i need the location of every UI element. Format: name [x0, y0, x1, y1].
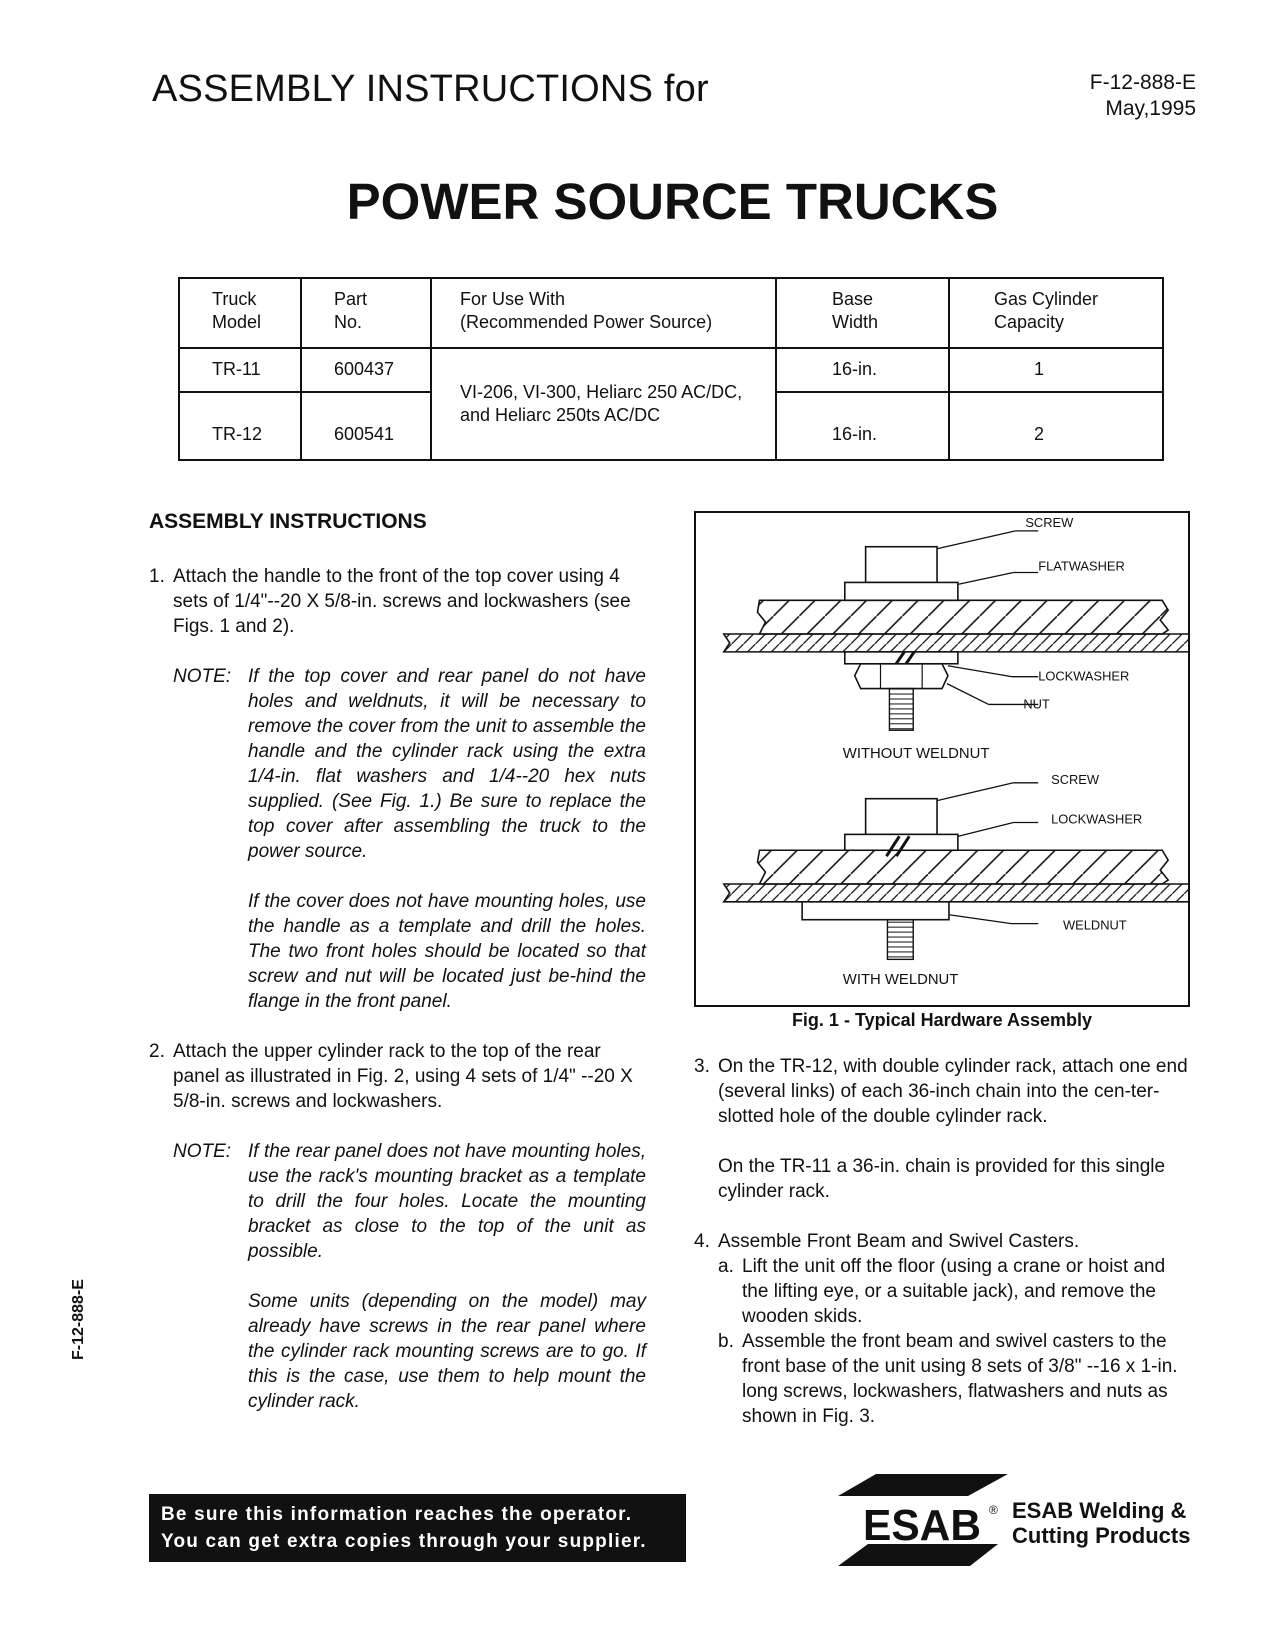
hardware-assembly-figure: SCREW FLATWASHER LOCKWASHER NUT WITHOUT … — [694, 511, 1190, 1007]
step-text: Assemble Front Beam and Swivel Casters. — [718, 1231, 1080, 1252]
step-number: 2. — [149, 1041, 165, 1062]
note-paragraph: If the cover does not have mounting hole… — [248, 891, 646, 1012]
step-4b: b. Assemble the front beam and swivel ca… — [718, 1329, 1190, 1429]
label-without-weldnut: WITHOUT WELDNUT — [843, 746, 990, 762]
hex-nut — [853, 662, 949, 690]
screw-thread — [886, 918, 914, 961]
inner-panel — [722, 633, 1188, 653]
cell-width: 16-in. — [775, 347, 950, 393]
note-label: NOTE: — [173, 666, 232, 687]
table-row: TR-11 600437 VI-206, VI-300, Heliarc 250… — [178, 347, 1164, 461]
page-title: POWER SOURCE TRUCKS — [346, 173, 999, 230]
instructions-right-column: 3. On the TR-12, with double cylinder ra… — [694, 1054, 1190, 1429]
document-id-block: F-12-888-E May,1995 — [1090, 70, 1196, 122]
substep-label: b. — [718, 1331, 734, 1352]
document-number: F-12-888-E — [1089, 71, 1196, 94]
substep-text: Lift the unit off the floor (using a cra… — [742, 1256, 1166, 1327]
table-row: TR-12 600541 16-in. 2 — [178, 391, 1164, 461]
company-name: ESAB Welding & Cutting Products — [1012, 1498, 1191, 1548]
notice-line: You can get extra copies through your su… — [161, 1531, 647, 1552]
step-number: 3. — [694, 1056, 710, 1077]
esab-logo-icon: ESAB — [838, 1474, 1008, 1566]
step-4: 4. Assemble Front Beam and Swivel Caster… — [694, 1229, 1190, 1254]
step-text: On the TR-12, with double cylinder rack,… — [718, 1056, 1188, 1127]
substep-text: Assemble the front beam and swivel caste… — [742, 1331, 1178, 1427]
note-paragraph: Some units (depending on the model) may … — [248, 1291, 646, 1412]
label-flatwasher: FLATWASHER — [1038, 559, 1125, 574]
step-1-note: NOTE: If the top cover and rear panel do… — [173, 664, 646, 1014]
cell-model: TR-12 — [178, 391, 302, 461]
step-number: 4. — [694, 1231, 710, 1252]
label-lockwasher: LOCKWASHER — [1051, 811, 1142, 826]
without-weldnut-assembly — [722, 530, 1188, 731]
step-text: Attach the upper cylinder rack to the to… — [173, 1041, 633, 1112]
step-text: Attach the handle to the front of the to… — [173, 566, 631, 637]
screw-head — [864, 797, 938, 836]
figure-caption: Fig. 1 - Typical Hardware Assembly — [791, 1010, 1093, 1030]
note-paragraph: If the top cover and rear panel do not h… — [248, 666, 646, 862]
section-heading: ASSEMBLY INSTRUCTIONS — [149, 510, 427, 533]
note-paragraph: If the rear panel does not have mounting… — [248, 1141, 646, 1262]
cell-part: 600437 — [300, 347, 432, 393]
weld-nut — [801, 901, 950, 921]
step-2-note: NOTE: If the rear panel does not have mo… — [173, 1139, 646, 1414]
inner-panel — [722, 883, 1188, 903]
instructions-left-column: ASSEMBLY INSTRUCTIONS 1. Attach the hand… — [149, 509, 646, 1414]
document-heading: ASSEMBLY INSTRUCTIONS for — [152, 68, 709, 110]
rear-panel — [756, 849, 1170, 885]
cell-part: 600541 — [300, 391, 432, 461]
registered-mark: ® — [989, 1503, 998, 1517]
step-1: 1. Attach the handle to the front of the… — [149, 564, 646, 639]
step-3-paragraph: On the TR-11 a 36-in. chain is provided … — [718, 1156, 1166, 1202]
cell-width: 16-in. — [775, 391, 950, 461]
substep-label: a. — [718, 1256, 734, 1277]
label-weldnut: WELDNUT — [1063, 918, 1127, 933]
screw-head — [864, 545, 938, 584]
label-nut: NUT — [1023, 696, 1050, 711]
step-2: 2. Attach the upper cylinder rack to the… — [149, 1039, 646, 1114]
label-screw: SCREW — [1025, 515, 1074, 530]
label-with-weldnut: WITH WELDNUT — [843, 972, 959, 988]
with-weldnut-assembly — [722, 782, 1188, 961]
column-header-use-with: For Use With(Recommended Power Source) — [430, 277, 777, 349]
logo-text: ESAB — [863, 1501, 981, 1550]
step-number: 1. — [149, 566, 165, 587]
flat-washer — [843, 581, 959, 602]
top-cover-panel — [756, 599, 1170, 635]
cell-use-with: VI-206, VI-300, Heliarc 250 AC/DC,and He… — [430, 347, 777, 461]
operator-notice: Be sure this information reaches the ope… — [149, 1494, 686, 1562]
cell-model: TR-11 — [178, 347, 302, 393]
label-screw: SCREW — [1051, 772, 1100, 787]
cell-capacity: 2 — [948, 391, 1164, 461]
note-label: NOTE: — [173, 1141, 232, 1162]
document-date: May,1995 — [1105, 97, 1196, 120]
hardware-diagram: SCREW FLATWASHER LOCKWASHER NUT WITHOUT … — [722, 515, 1188, 988]
label-lockwasher: LOCKWASHER — [1038, 669, 1129, 684]
cell-capacity: 1 — [948, 347, 1164, 393]
notice-line: Be sure this information reaches the ope… — [161, 1504, 633, 1525]
step-4a: a. Lift the unit off the floor (using a … — [718, 1254, 1190, 1329]
side-document-number: F-12-888-E — [70, 1279, 87, 1360]
screw-thread — [888, 687, 914, 731]
step-3: 3. On the TR-12, with double cylinder ra… — [694, 1054, 1190, 1129]
